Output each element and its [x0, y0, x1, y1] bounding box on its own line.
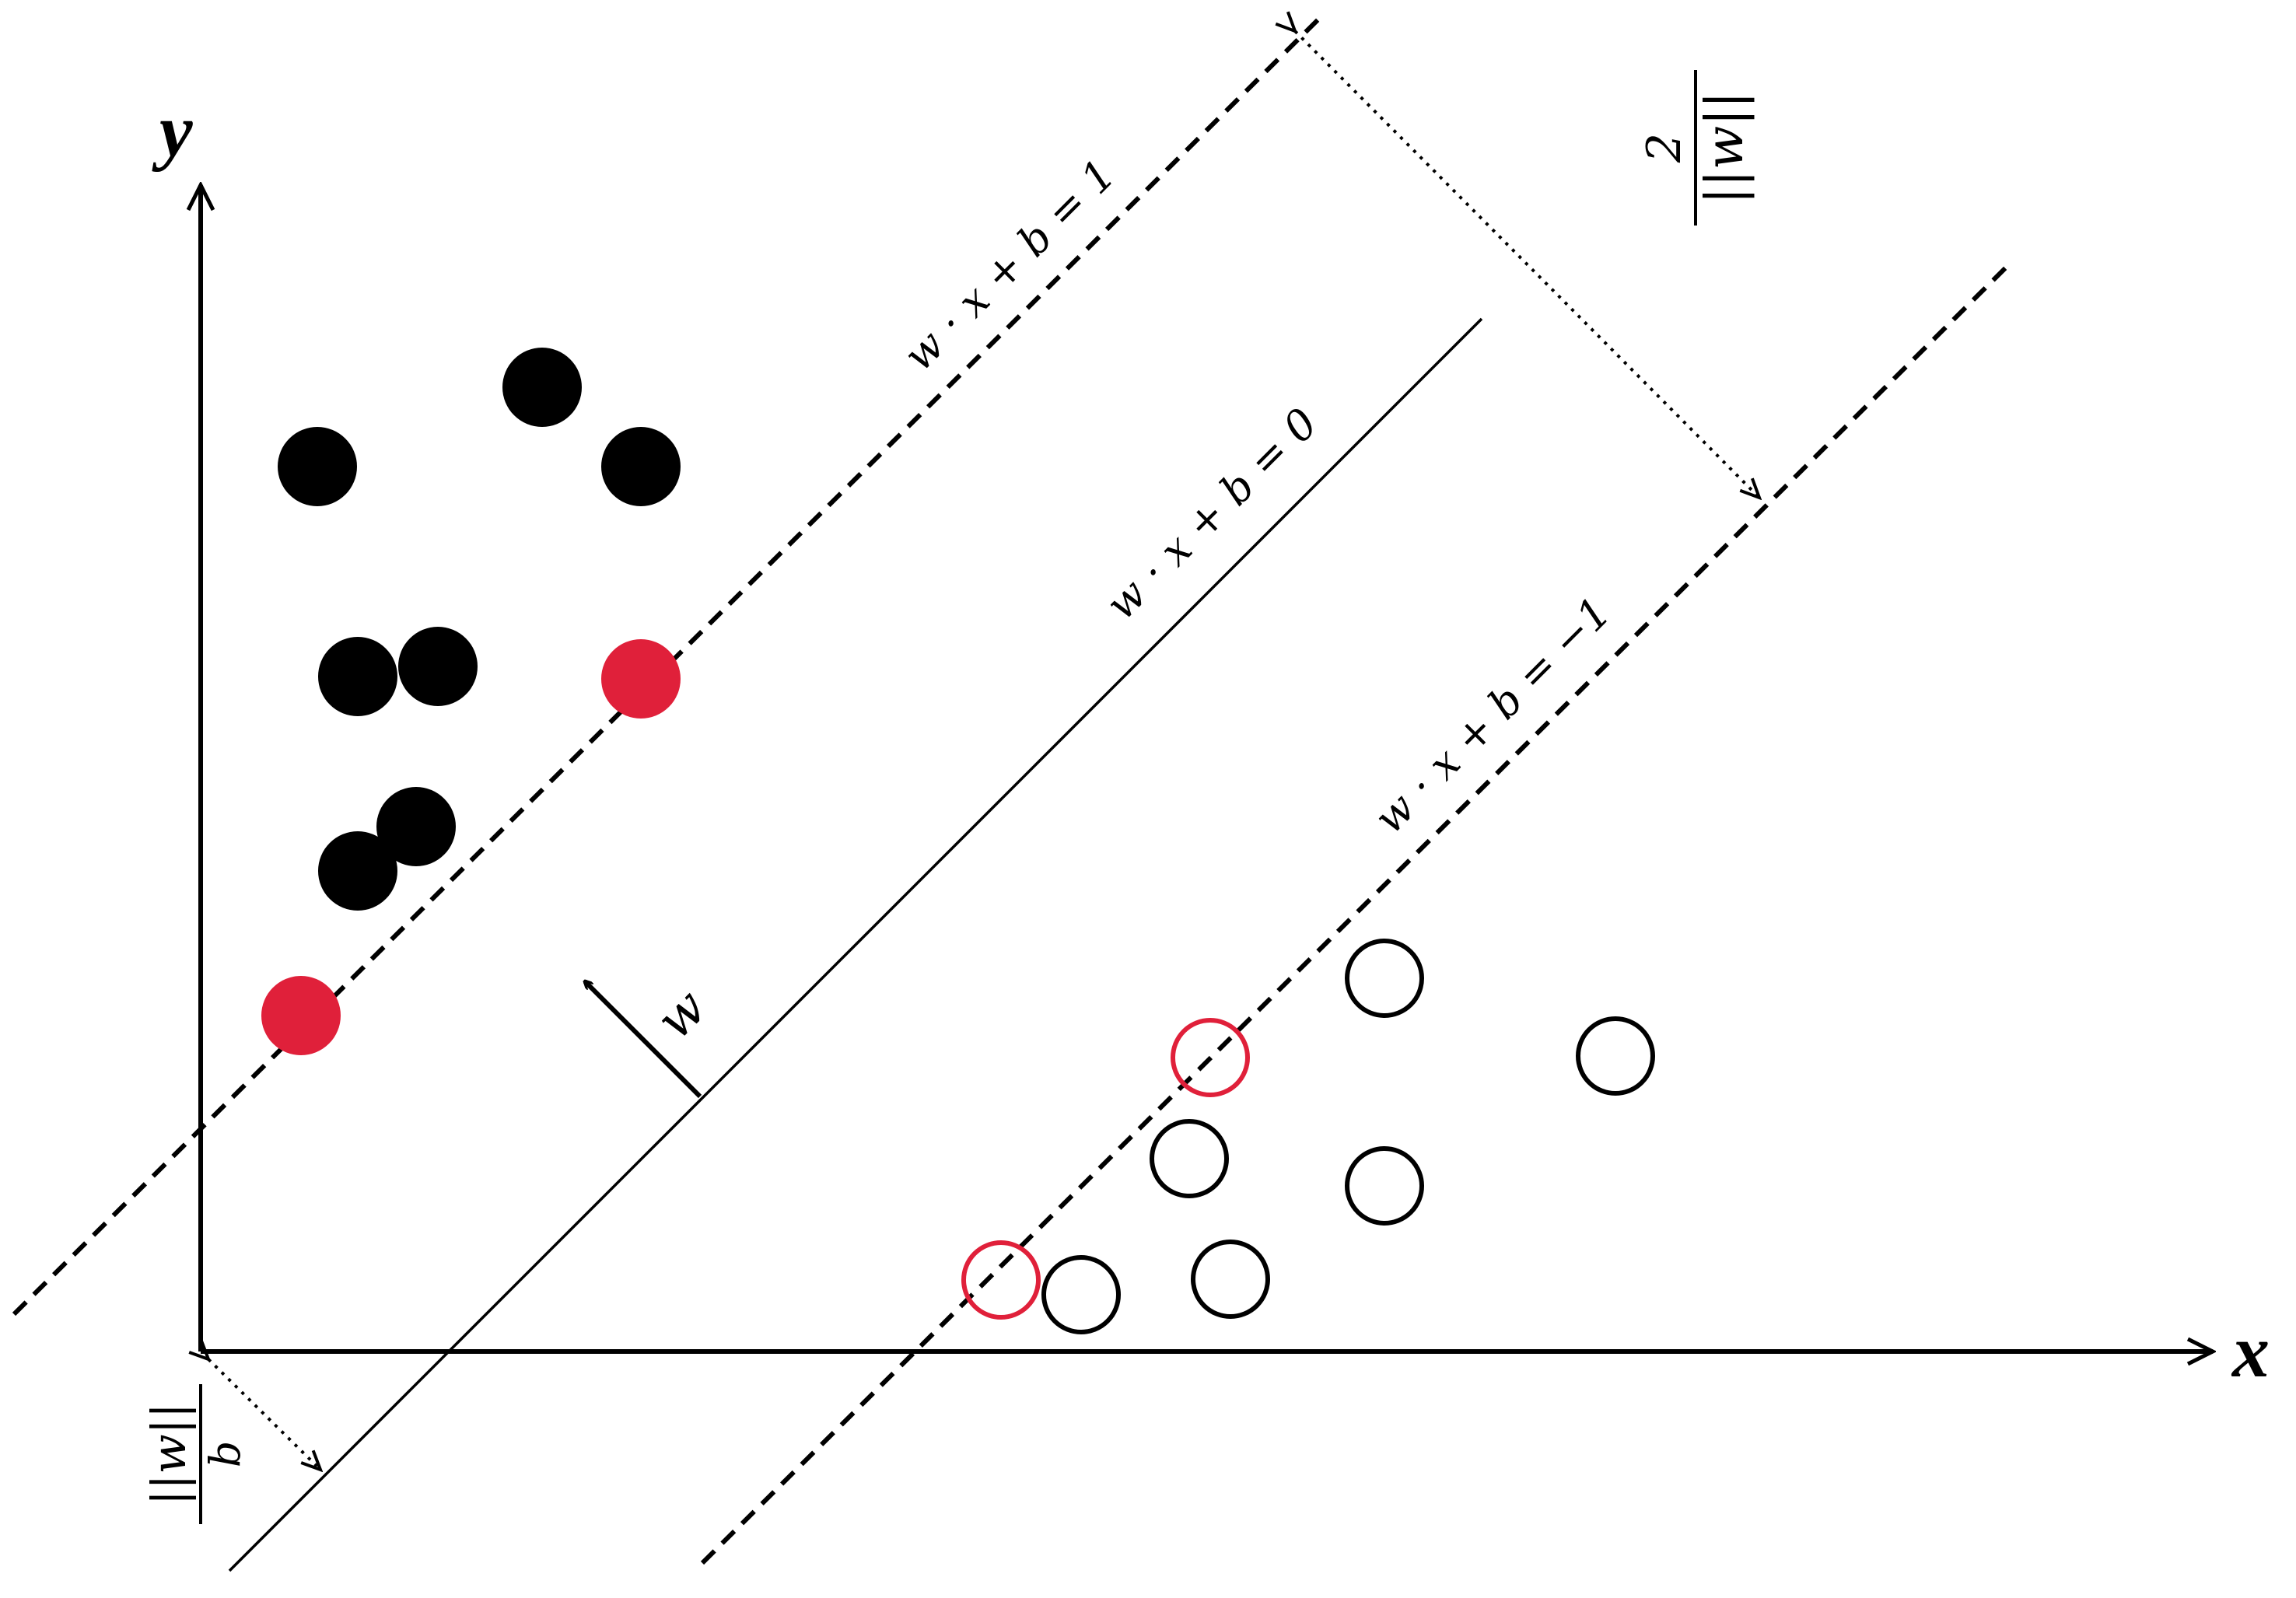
x-axis-label: x [2231, 1310, 2270, 1393]
normal-vector-arrow [585, 981, 702, 1099]
hyperplane-line [228, 317, 1483, 1572]
lower-margin-label: w · x + b = −1 [1365, 588, 1620, 843]
positive-point [376, 787, 456, 866]
margin-width-denominator: ||w|| [1695, 91, 1755, 204]
negative-point [1576, 1016, 1655, 1096]
positive-point [502, 348, 582, 427]
offset-denominator: ||w|| [142, 1403, 197, 1505]
positive-support-vector [261, 976, 341, 1055]
y-axis-label: y [152, 89, 193, 172]
negative-point [1041, 1255, 1121, 1334]
positive-point [318, 637, 397, 716]
lower-margin-line [700, 264, 2009, 1565]
upper-margin-label: w · x + b = 1 [894, 150, 1125, 380]
positive-point [398, 627, 478, 706]
negative-class-points [961, 939, 1655, 1334]
positive-point [601, 427, 681, 506]
positive-point [278, 427, 357, 506]
positive-class-points [261, 348, 681, 1055]
margin-width-fraction: 2 ||w|| [1637, 70, 1755, 226]
negative-point [1345, 1146, 1424, 1226]
margin-width-dimension [1295, 31, 1759, 498]
negative-support-vector [961, 1240, 1041, 1320]
negative-point [1150, 1119, 1229, 1198]
offset-numerator: b [201, 1441, 250, 1468]
offset-dimension [208, 1359, 320, 1470]
negative-point [1345, 939, 1424, 1018]
negative-point [1191, 1240, 1270, 1319]
positive-support-vector [601, 639, 681, 719]
negative-support-vector [1171, 1018, 1250, 1097]
margin-width-numerator: 2 [1637, 133, 1692, 163]
hyperplane-label: w · x + b = 0 [1097, 399, 1327, 629]
positive-point [318, 831, 397, 911]
offset-fraction: b ||w|| [142, 1384, 250, 1524]
normal-vector-label: w [645, 977, 718, 1051]
